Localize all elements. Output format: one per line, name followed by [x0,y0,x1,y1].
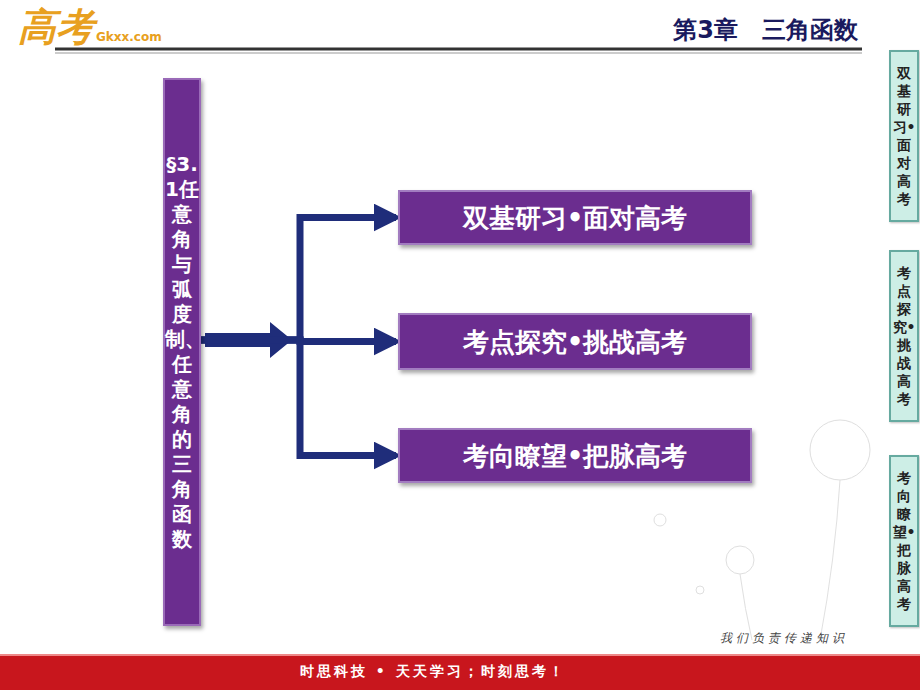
handwritten-note: 我们负责传递知识 [720,630,848,647]
topic-box: 考点探究•挑战高考 [398,313,752,370]
box-label: 考点探究•挑战高考 [463,326,688,358]
header-rule [55,53,862,54]
logo-url: Gkxx.com [96,30,162,44]
section-box: §3.1任意角与弧度制、任意角的三角函数 [163,78,201,626]
box-label: 双基研习•面对高考 [463,202,688,234]
footer-slogan: 时思科技 • 天天学习；时刻思考！ [300,663,566,681]
branch-arrow [201,218,396,341]
footer-band [0,655,920,690]
side-tab: 考向瞭望•把脉高考 [889,455,919,627]
topic-box: 双基研习•面对高考 [398,190,752,245]
vertical-label: 考点探究•挑战高考 [891,264,917,408]
logo-text: 高考 [18,2,94,53]
main-arrow [205,322,292,358]
side-tab: 考点探究•挑战高考 [889,250,919,422]
header-rule [55,48,862,51]
branch-arrow [201,340,396,342]
vertical-label: §3.1任意角与弧度制、任意角的三角函数 [165,152,199,552]
chapter-title: 第3章 三角函数 [673,14,858,46]
vertical-label: 双基研习•面对高考 [891,64,917,208]
footer-rule [0,654,920,656]
branch-arrow [201,340,396,456]
side-tab: 双基研习•面对高考 [889,50,919,222]
topic-box: 考向瞭望•把脉高考 [398,428,752,483]
vertical-label: 考向瞭望•把脉高考 [891,469,917,613]
box-label: 考向瞭望•把脉高考 [463,440,688,472]
